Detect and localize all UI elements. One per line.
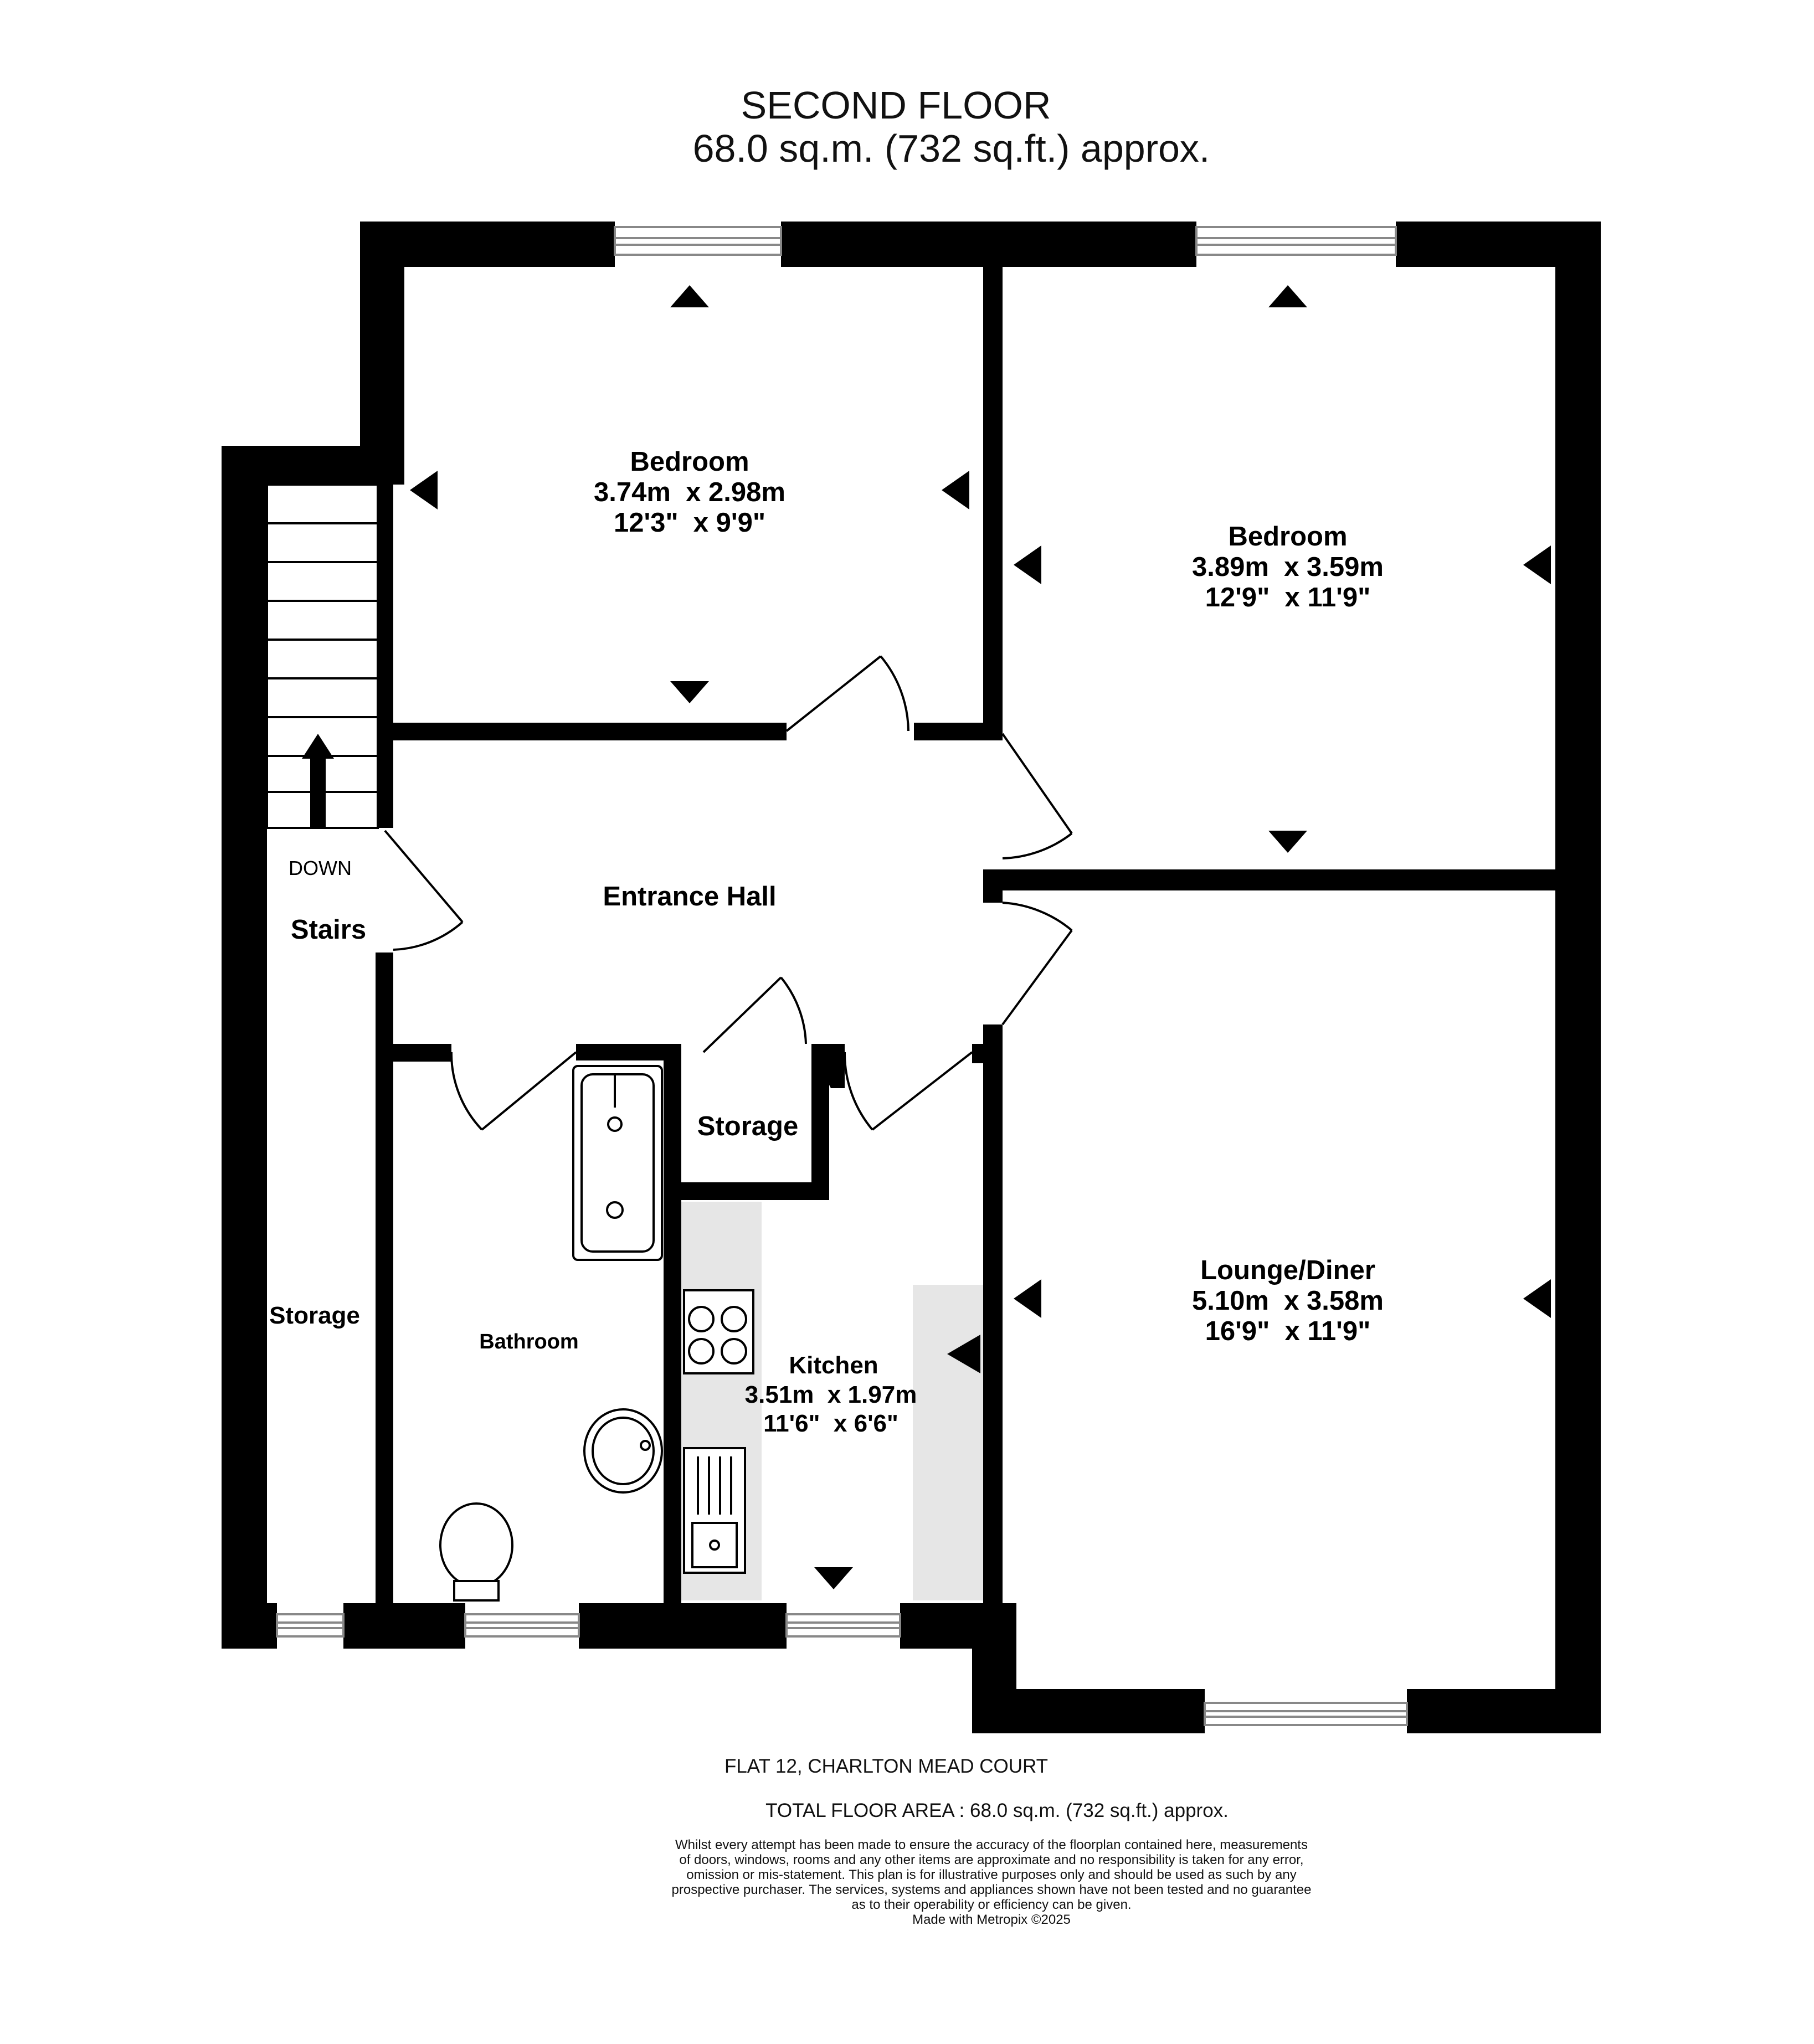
window-bathroom [464,1613,580,1638]
walls [222,222,1601,1733]
floor-area: 68.0 sq.m. (732 sq.ft.) approx. [692,127,1210,170]
disclaimer-line: omission or mis-statement. This plan is … [686,1867,1297,1882]
room-metric-bedroom2: 3.89m x 3.59m [1192,552,1384,582]
window-bedroom1 [614,226,782,256]
disclaimer-line: prospective purchaser. The services, sys… [671,1882,1312,1897]
window-bedroom2 [1195,226,1397,256]
room-metric-kitchen: 3.51m x 1.97m [745,1381,917,1408]
window-storage [276,1613,345,1638]
sink-icon [583,1408,663,1494]
disclaimer-line: as to their operability or efficiency ca… [851,1897,1132,1912]
bath-icon [572,1065,663,1261]
dimension-arrows [410,285,1551,1589]
room-imperial-bedroom1: 12'3" x 9'9" [614,508,765,538]
room-name-hall: Entrance Hall [603,882,776,912]
room-metric-bedroom1: 3.74m x 2.98m [594,477,785,507]
room-name-bathroom: Bathroom [479,1330,578,1353]
total-floor-area: TOTAL FLOOR AREA : 68.0 sq.m. (732 sq.ft… [765,1800,1229,1821]
room-name-storage-left: Storage [269,1302,360,1329]
disclaimer-line: of doors, windows, rooms and any other i… [679,1852,1304,1867]
property-address: FLAT 12, CHARLTON MEAD COURT [724,1755,1049,1777]
disclaimer-line: Whilst every attempt has been made to en… [675,1837,1308,1852]
credit: Made with Metropix ©2025 [912,1912,1071,1927]
floor-title: SECOND FLOOR [741,84,1051,127]
room-metric-lounge: 5.10m x 3.58m [1192,1286,1384,1316]
room-imperial-kitchen: 11'6" x 6'6" [763,1410,898,1437]
disclaimer: Whilst every attempt has been made to en… [604,1837,1379,1927]
room-name-stairs: Stairs [291,915,366,945]
room-name-bedroom1: Bedroom [630,447,749,477]
room-name-kitchen: Kitchen [789,1352,878,1379]
hob-icon [683,1289,754,1374]
windows [276,226,1408,1726]
doors [384,655,1073,1131]
room-name-storage-center: Storage [697,1111,798,1141]
room-name-lounge: Lounge/Diner [1200,1255,1375,1285]
stairs-direction: DOWN [289,857,352,879]
kitchen-counter-right [913,1285,984,1600]
stairs-arrow-icon [302,734,334,828]
kitchen-sink-icon [683,1447,746,1574]
toilet-icon [439,1502,513,1602]
window-kitchen [785,1613,901,1638]
room-name-bedroom2: Bedroom [1228,522,1347,552]
window-lounge [1204,1702,1408,1726]
room-imperial-bedroom2: 12'9" x 11'9" [1205,583,1371,612]
room-imperial-lounge: 16'9" x 11'9" [1205,1316,1371,1346]
